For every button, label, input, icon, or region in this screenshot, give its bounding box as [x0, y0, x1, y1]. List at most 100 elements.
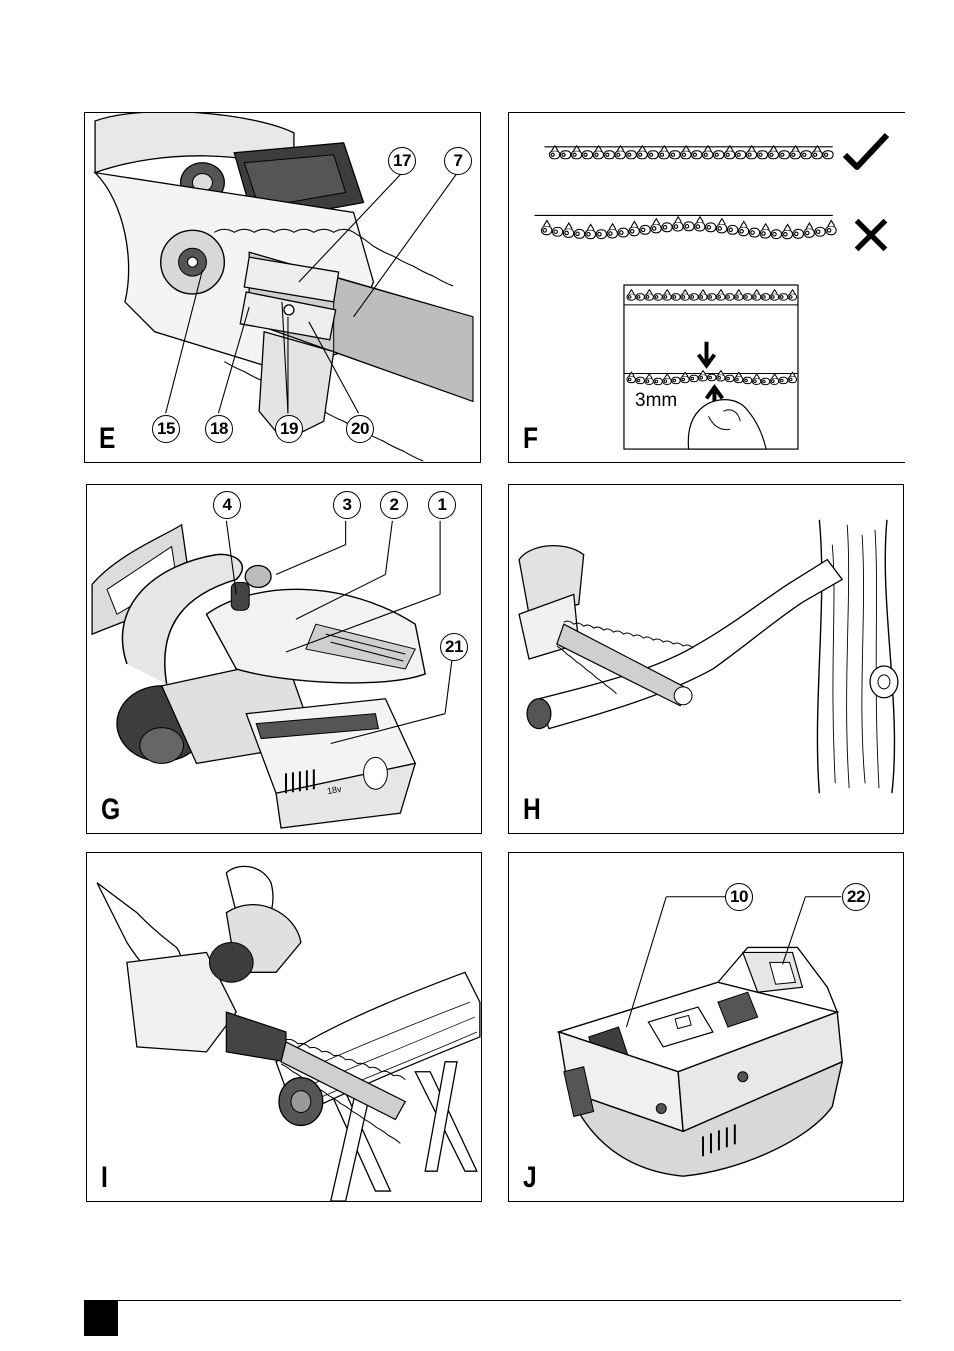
- chain-tooth: [762, 224, 769, 229]
- chain-tooth: [719, 219, 726, 224]
- chain-tooth: [544, 220, 551, 225]
- figure-panel-g: 4 3 2 1 21 18v G: [86, 484, 482, 834]
- chain-rivet: [740, 230, 743, 233]
- chain-tooth: [741, 221, 748, 226]
- chain-rivet: [805, 231, 808, 234]
- chain-rivet: [660, 153, 663, 156]
- callout-15: 15: [152, 415, 180, 443]
- chain-rivet: [700, 376, 703, 379]
- panel-label: G: [101, 795, 120, 825]
- chain-rivet: [565, 231, 568, 234]
- chain-rivet: [628, 378, 631, 381]
- chain-rivet: [727, 296, 730, 299]
- chain-rivet: [630, 230, 633, 233]
- chain-rivet: [700, 296, 703, 299]
- chain-tooth: [828, 220, 835, 225]
- chain-rivet: [772, 296, 775, 299]
- chain-rivet: [789, 378, 792, 381]
- chain-rivet: [617, 153, 620, 156]
- chain-rivet: [628, 296, 631, 299]
- chain-rivet: [814, 153, 817, 156]
- callout-22: 22: [842, 883, 870, 911]
- panel-label: F: [523, 424, 538, 454]
- chain-rivet: [715, 153, 718, 156]
- chain-rivet: [754, 296, 757, 299]
- chain-rivet: [598, 232, 601, 235]
- chain-tooth: [609, 224, 616, 229]
- chain-rivet: [763, 296, 766, 299]
- figure-panel-j: 10 22 J: [508, 852, 904, 1202]
- chain-rivet: [673, 296, 676, 299]
- chain-rivet: [554, 230, 558, 233]
- chain-rivet: [685, 225, 688, 228]
- footer-rule: [84, 1300, 901, 1301]
- callout-2: 2: [380, 491, 408, 519]
- chain-rivet: [827, 229, 830, 232]
- chain-rivet: [587, 233, 590, 236]
- chain-rivet: [784, 233, 787, 236]
- callout-10: 10: [725, 883, 753, 911]
- chain-tooth: [566, 223, 573, 228]
- chain-rivet: [780, 296, 783, 299]
- chain-rivet: [726, 153, 729, 156]
- chain-rivet: [709, 376, 712, 379]
- chain-rivet: [655, 380, 658, 383]
- figure-panel-e: 17 7 15 18 19 20 E: [84, 112, 481, 463]
- chain-rivet: [576, 232, 579, 235]
- chain-bar-assembly-illustration: [85, 113, 480, 462]
- chain-tooth: [806, 223, 813, 228]
- chainsaw-controls-illustration: [87, 485, 481, 833]
- chain-tooth: [675, 217, 682, 222]
- chain-rivet: [562, 153, 565, 156]
- chain-rivet: [748, 153, 751, 156]
- chain-rivet: [628, 153, 631, 156]
- chain-rivet: [663, 226, 666, 229]
- chain-rivet: [718, 376, 721, 379]
- chain-rivet: [551, 153, 554, 156]
- panel-label: H: [523, 795, 541, 825]
- figure-panel-i: I: [86, 852, 482, 1202]
- chain-rivet: [736, 378, 739, 381]
- chain-rivet: [772, 380, 775, 383]
- callout-21: 21: [440, 633, 468, 661]
- chain-rivet: [736, 296, 739, 299]
- measurement-label: 3mm: [635, 390, 677, 412]
- chain-tooth: [587, 224, 594, 229]
- chain-rivet: [693, 153, 696, 156]
- footer-page-block: [84, 1300, 118, 1336]
- chain-rivet: [671, 153, 674, 156]
- chain-rivet: [792, 153, 795, 156]
- panel-label: I: [101, 1163, 108, 1193]
- chain-rivet: [745, 296, 748, 299]
- callout-7: 7: [444, 147, 472, 175]
- chain-rivet: [729, 228, 732, 231]
- chain-rivet: [763, 380, 766, 383]
- chain-rivet: [646, 296, 649, 299]
- chain-rivet: [573, 153, 576, 156]
- chain-rivet: [718, 227, 721, 230]
- callout-4: 4: [213, 491, 241, 519]
- callout-17: 17: [388, 147, 416, 175]
- chain-rivet: [543, 229, 546, 232]
- chain-rivet: [691, 377, 694, 380]
- chain-rivet: [650, 153, 653, 156]
- callout-18: 18: [205, 415, 233, 443]
- chain-rivet: [704, 153, 707, 156]
- chain-rivet: [682, 153, 685, 156]
- chain-rivet: [762, 232, 765, 235]
- callout-19: 19: [275, 415, 303, 443]
- chain-rivet: [781, 153, 784, 156]
- panel-label: J: [523, 1163, 537, 1193]
- figure-panel-h: H: [508, 484, 904, 834]
- chain-rivet: [641, 228, 644, 231]
- chain-rivet: [745, 379, 748, 382]
- chain-tooth: [784, 224, 791, 229]
- chain-rivet: [606, 153, 609, 156]
- chain-rivet: [709, 296, 712, 299]
- chain-rivet: [825, 153, 828, 156]
- chain-rivet: [674, 225, 678, 228]
- chain-rivet: [789, 296, 792, 299]
- chain-rivet: [637, 379, 640, 382]
- chain-rivet: [759, 153, 762, 156]
- chain-rivet: [639, 153, 642, 156]
